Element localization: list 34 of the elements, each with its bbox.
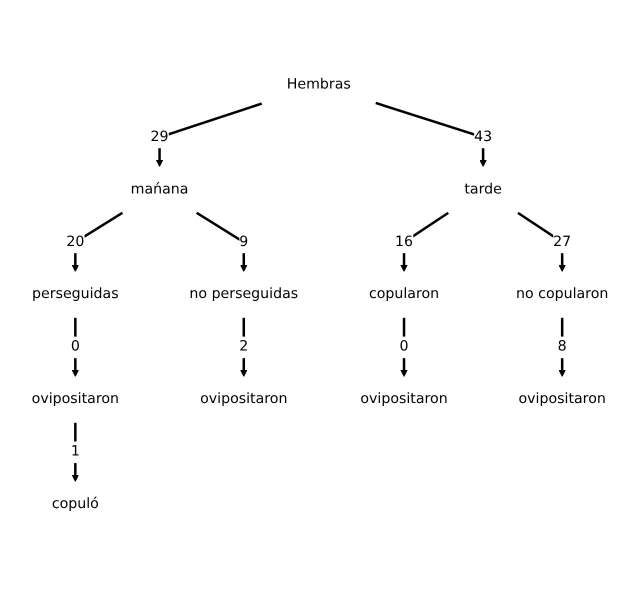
arrow [400, 318, 408, 378]
node-text: copuló [52, 496, 99, 513]
node-text: tarde [464, 181, 502, 198]
edge-label: 29 [150, 128, 169, 146]
arrow [240, 318, 248, 378]
edge-label: 20 [66, 234, 84, 250]
node-text: ovipositaron [32, 391, 119, 408]
node-text: mańana [130, 181, 188, 198]
arrow [400, 212, 449, 272]
edge-label: 16 [395, 234, 414, 250]
edge-label: 8 [558, 338, 567, 356]
edge-label: 0 [70, 338, 80, 356]
node-text: ovipositaron [518, 391, 606, 408]
node-text: ovipositaron [360, 391, 448, 408]
node-text: ovipositaron [200, 391, 288, 408]
edge-label: 27 [553, 234, 572, 250]
arrow [558, 318, 566, 378]
node-text: perseguidas [32, 286, 119, 303]
edge-label: 9 [239, 234, 248, 250]
arrow [196, 212, 248, 272]
edge-label: 0 [400, 338, 409, 356]
arrow [375, 102, 487, 168]
edge-label: 1 [70, 443, 80, 460]
edge-label: 43 [474, 128, 492, 146]
arrow [72, 318, 79, 378]
node-text: Hembras [286, 76, 351, 93]
edge-label: 2 [239, 338, 248, 356]
node-text: no copularon [516, 286, 608, 303]
arrow [517, 212, 566, 272]
tree-diagram: 29 43 20 9 16 27 0 2 0 8 1 Hembras mańana tarde perseguidas no perseguidas copularon no copularon ovipositaron ovipositaron ovipositaron ovipositaron copuló [30, 75, 610, 515]
arrow [72, 212, 124, 272]
node-text: no perseguidas [189, 286, 298, 303]
arrow [156, 102, 262, 168]
node-text: copularon [368, 286, 440, 303]
